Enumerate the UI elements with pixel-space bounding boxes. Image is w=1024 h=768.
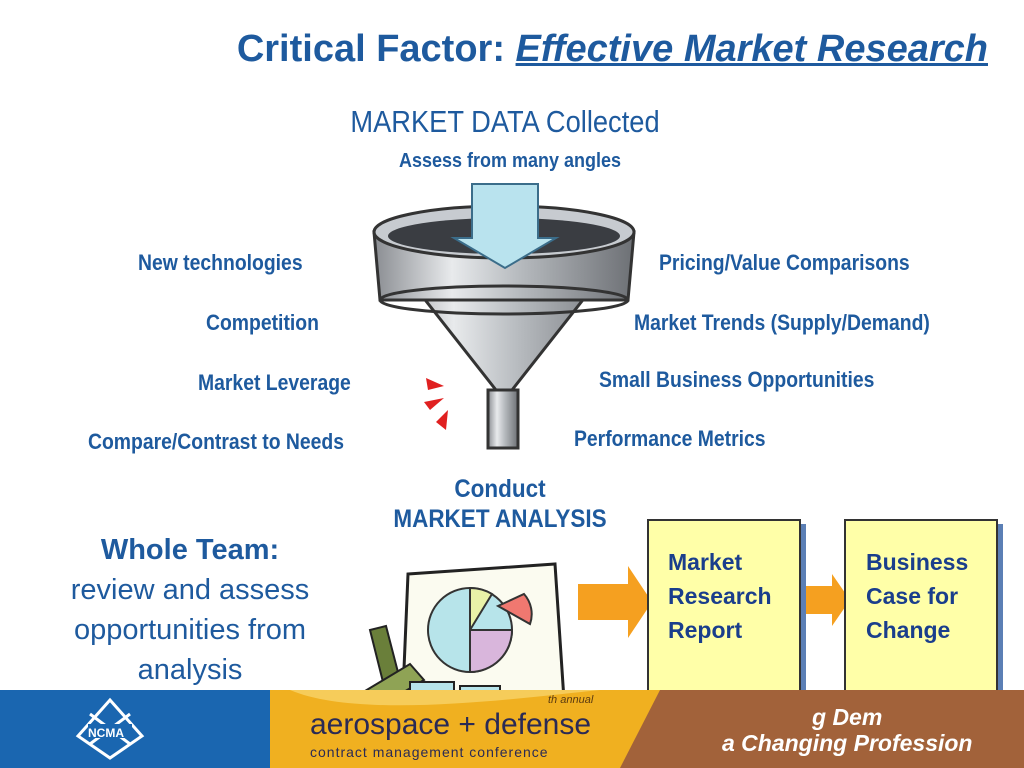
factor-performance-metrics: Performance Metrics [574,426,766,451]
team-heading: Whole Team: [100,534,280,566]
tagline-line-2: a Changing Profession [722,730,973,756]
conference-name: aerospace + defense [310,708,592,741]
team-line-3: analysis [137,654,243,686]
doc1-line-1: Market [668,549,743,575]
arrow-to-report-icon [578,566,652,638]
factor-pricing-value: Pricing/Value Comparisons [659,250,910,275]
doc2-line-2: Case for [866,583,959,609]
document-shape-icon [843,519,1003,730]
tagline-line-1: g Dem [812,704,883,730]
factor-compare-contrast: Compare/Contrast to Needs [88,429,345,454]
team-line-2: opportunities from [73,614,307,646]
annual-label: th annual [548,694,594,706]
output-line-2: MARKET ANALYSIS [393,505,607,533]
team-note: Whole Team: review and assess opportunit… [30,530,350,690]
market-research-report-label: Market Research Report [668,545,772,647]
factor-market-trends: Market Trends (Supply/Demand) [634,310,930,335]
slide-title: Critical Factor: Effective Market Resear… [0,28,1024,71]
doc2-line-3: Change [866,617,951,643]
document-shape-icon [646,519,806,730]
factor-small-business: Small Business Opportunities [599,367,875,392]
doc2-line-1: Business [866,549,969,575]
title-prefix: Critical Factor: [236,28,505,70]
business-case-label: Business Case for Change [866,545,968,647]
ncma-logo-icon [75,697,145,760]
team-line-1: review and assess [70,574,310,606]
output-line-1: Conduct [454,475,546,503]
funnel-subheading: Assess from many angles [398,150,622,172]
presentation-clipart-icon [348,562,566,718]
conference-subtitle: contract management conference [310,744,549,760]
conference-banner: NCMA th annual aerospace + defense contr… [0,690,1024,768]
doc1-line-2: Research [668,583,772,609]
title-emphasis: Effective Market Research [515,28,988,70]
ncma-logo-text: NCMA [88,726,124,740]
funnel-heading: MARKET DATA Collected [350,104,660,139]
drip-marks-icon [424,378,448,430]
factor-competition: Competition [206,310,319,335]
doc1-line-3: Report [668,617,743,643]
funnel-output-label: Conduct MARKET ANALYSIS [365,474,635,534]
arrow-to-business-case-icon [800,574,850,626]
factor-new-technologies: New technologies [138,250,303,275]
factor-market-leverage: Market Leverage [198,370,351,395]
funnel-graphic [372,183,636,450]
